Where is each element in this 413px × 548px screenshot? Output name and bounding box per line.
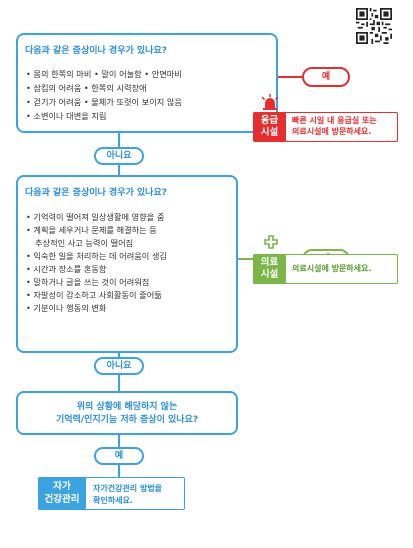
question-1-box	[16, 33, 278, 133]
connector-line-yes-3	[118, 435, 120, 447]
siren-icon	[261, 94, 279, 110]
question-2-box	[16, 175, 238, 353]
list-item: • 계획을 세우거나 문제를 해결하는 등	[26, 225, 157, 235]
medical-cross-icon	[264, 235, 278, 249]
no-pill-2: 아니요	[94, 357, 144, 375]
selfcare-label-box	[38, 477, 86, 510]
selfcare-label-line2: 건강관리	[44, 494, 80, 505]
medical-label-line1: 의료	[260, 257, 279, 268]
list-item: • 걷기가 어려움 • 물체가 또렷이 보이지 않음	[26, 97, 182, 107]
question-2-title: 다음과 같은 증상이나 경우가 있나요?	[25, 188, 167, 198]
connector-line-no-2b	[118, 375, 120, 391]
qr-code-icon	[356, 8, 392, 44]
selfcare-text-line2: 확인하세요.	[93, 496, 133, 505]
emergency-label-box	[253, 112, 286, 142]
selfcare-text-line1: 자가건강관리 방법을	[93, 484, 163, 493]
medical-label-box	[253, 254, 286, 284]
medical-text-line1: 의료시설에 방문하세요.	[292, 264, 372, 273]
list-item: • 자발성이 감소하고 사회활동이 줄어듦	[26, 290, 162, 300]
question-1-title: 다음과 같은 증상이나 경우가 있나요?	[25, 46, 167, 56]
list-item: • 기분이나 행동의 변화	[26, 303, 107, 313]
emergency-label-line2: 시설	[260, 127, 279, 138]
list-item: • 삼킴의 어려움 • 한쪽의 시력장애	[26, 83, 147, 93]
connector-line-yes-1	[278, 76, 302, 78]
question-3-box	[16, 391, 238, 435]
yes-pill-3: 예	[94, 447, 144, 465]
list-item: • 기억력이 떨어져 일상생활에 영향을 줌	[26, 212, 165, 222]
question-1-list: • 몸의 한쪽의 마비 • 말이 어눌함 • 안면마비 • 삼킴의 어려움 • …	[26, 69, 182, 122]
emergency-text-line1: 빠른 시일 내 응급실 또는	[292, 116, 377, 125]
list-item: • 소변이나 대변을 지림	[26, 111, 107, 121]
question-3-line1: 위의 상황에 해당하지 않는	[76, 402, 178, 412]
emergency-label-line1: 응급	[260, 115, 279, 126]
list-item: • 몸의 한쪽의 마비 • 말이 어눌함 • 안면마비	[26, 69, 182, 79]
selfcare-label-line1: 자가	[53, 481, 71, 492]
list-item: • 시간과 장소를 혼동함	[26, 264, 107, 274]
emergency-text-line2: 의료시설에 방문하세요.	[292, 127, 372, 136]
list-item: 추상적인 사고 능력이 떨어짐	[35, 238, 134, 248]
connector-line-no-1b	[118, 165, 120, 175]
list-item: • 익숙한 일을 처리하는 데 어려움이 생김	[26, 251, 167, 261]
no-pill-1: 아니요	[94, 147, 144, 165]
medical-label-line2: 시설	[260, 269, 279, 280]
question-3-line2: 기억력/인지기능 저하 증상이 있나요?	[55, 415, 199, 425]
list-item: • 말하거나 글을 쓰는 것이 어려워짐	[26, 277, 150, 287]
yes-pill-1: 예	[302, 67, 350, 87]
question-2-list: • 기억력이 떨어져 일상생활에 영향을 줌 • 계획을 세우거나 문제를 해결…	[26, 212, 167, 314]
connector-line-no-1	[118, 133, 120, 147]
connector-line-yes-3b	[118, 465, 120, 477]
